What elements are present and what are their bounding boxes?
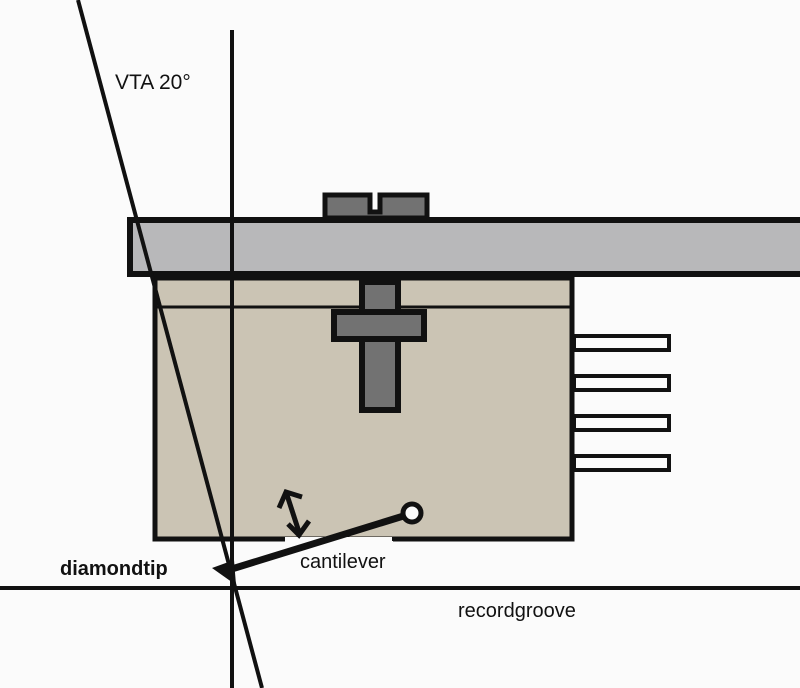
connector-pins: [572, 334, 671, 472]
cantilever: [220, 510, 412, 576]
vta-label: VTA 20°: [115, 71, 191, 94]
pin: [572, 334, 671, 352]
mounting-screw-shaft: [359, 279, 401, 413]
mounting-screw-nut: [331, 309, 427, 342]
cantilever-label: cantilever: [300, 551, 386, 573]
screw-head-top: [322, 192, 430, 221]
motion-arrow-icon: [276, 488, 312, 539]
record-groove-label: recordgroove: [458, 600, 576, 622]
pin: [572, 454, 671, 472]
pin: [572, 374, 671, 392]
diamond-tip: [212, 560, 236, 585]
headshell: [127, 217, 800, 277]
pin: [572, 414, 671, 432]
cantilever-pivot: [400, 501, 424, 525]
diamond-tip-label: diamondtip: [60, 558, 168, 580]
